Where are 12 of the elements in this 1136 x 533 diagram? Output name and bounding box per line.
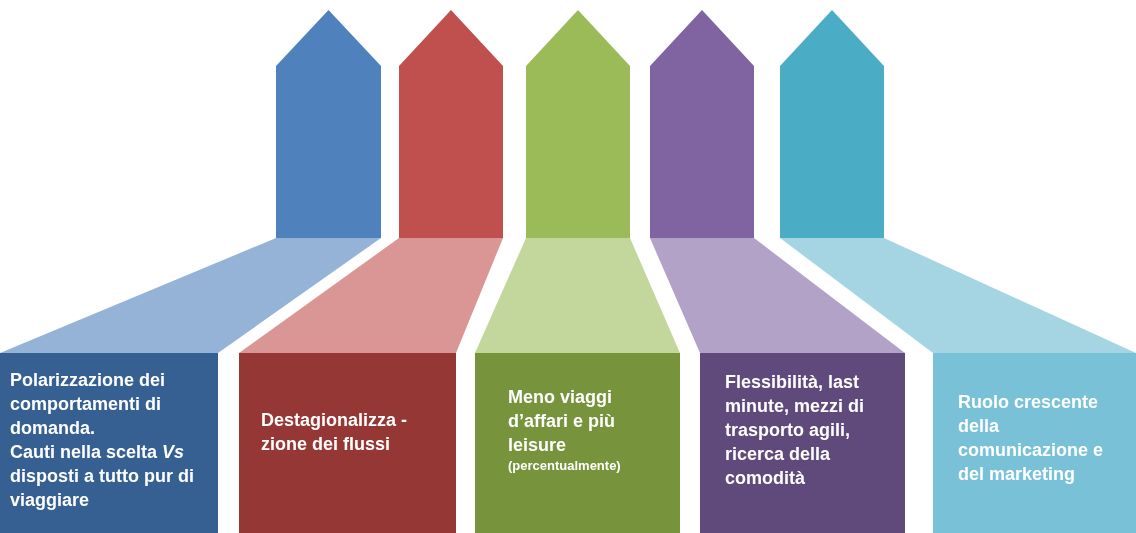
text-panel xyxy=(239,353,456,533)
panel-text: Destagionalizza - zione dei flussi xyxy=(261,409,409,456)
panel-text: Flessibilità, last minute, mezzi di trasporto agili, ricerca della comodità xyxy=(725,371,866,490)
text-panel xyxy=(700,353,905,533)
panel-text: Meno viaggi d’affari e più leisure xyxy=(508,386,616,457)
panel-text: (percentualmente) xyxy=(508,457,622,475)
panel-text: Polarizzazione dei comportamenti di domanda. xyxy=(10,369,167,440)
text-panel xyxy=(933,353,1136,533)
text-panel xyxy=(0,353,218,533)
panel-text: Ruolo crescente della comunicazione e del marketing xyxy=(958,391,1105,486)
panel-text: Cauti nella scelta Vs disposti a tutto pur di viaggiare xyxy=(10,441,195,512)
text-panel xyxy=(475,353,680,533)
